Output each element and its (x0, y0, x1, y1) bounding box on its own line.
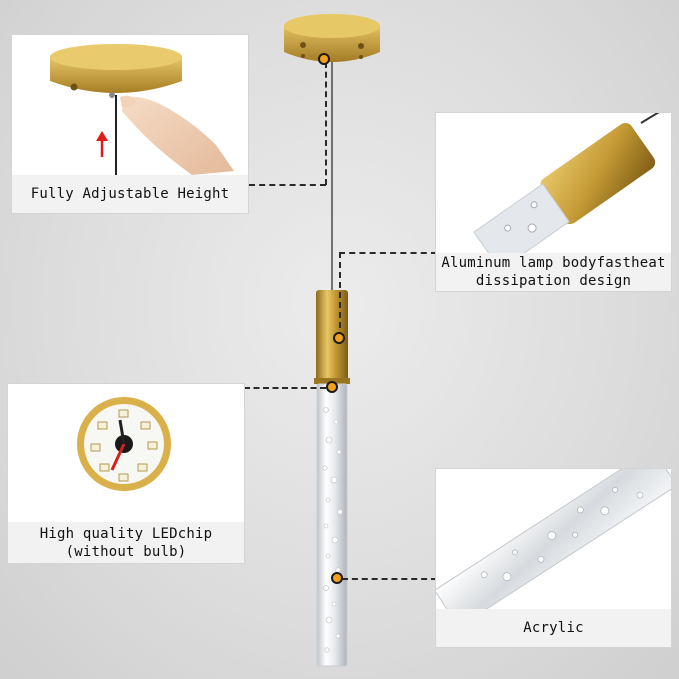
connector-led-horizontal (244, 387, 326, 389)
callout-led-panel: High quality LEDchip (without bulb) (8, 384, 244, 563)
aluminum-body-illustration (436, 113, 671, 253)
marker-led (326, 381, 338, 393)
callout-body-label: Aluminum lamp bodyfastheat dissipation d… (436, 253, 671, 291)
height-adjust-illustration (12, 35, 248, 175)
marker-body (333, 332, 345, 344)
connector-height-horizontal (249, 184, 326, 186)
callout-led-label: High quality LEDchip (without bulb) (8, 522, 244, 563)
connector-height-vertical (325, 62, 327, 185)
callout-acrylic-label: Acrylic (436, 609, 671, 647)
callout-height-label: Fully Adjustable Height (12, 175, 248, 213)
marker-height (318, 53, 330, 65)
led-chip-illustration (8, 384, 244, 522)
callout-body-panel: Aluminum lamp bodyfastheat dissipation d… (436, 113, 671, 291)
callout-height-panel: Fully Adjustable Height (12, 35, 248, 213)
connector-acrylic-horizontal (342, 578, 437, 580)
acrylic-rod-illustration (436, 469, 671, 609)
marker-acrylic (331, 572, 343, 584)
callout-acrylic-panel: Acrylic (436, 469, 671, 647)
connector-body-vertical (339, 252, 341, 338)
connector-body-horizontal (339, 252, 437, 254)
